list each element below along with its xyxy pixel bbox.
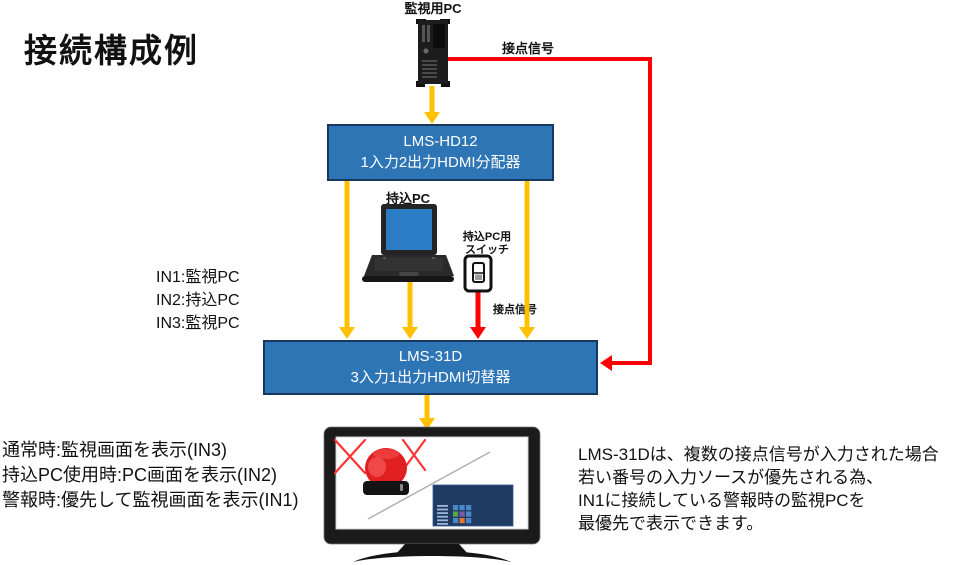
switcher-model: LMS-31D [398, 348, 463, 366]
arrow-laptop-to-switcher [402, 280, 418, 339]
splitter-box: LMS-HD12 1入力2出力HDMI分配器 [327, 124, 554, 181]
monitor-icon [323, 426, 541, 562]
notes-right: LMS-31Dは、複数の接点信号が入力された場合 若い番号の入力ソースが優先され… [578, 443, 939, 535]
contact-signal-line-pc-to-switcher [448, 57, 652, 371]
note-laptop-mode: 持込PC使用時:PC画面を表示(IN2) [2, 465, 278, 485]
start-menu-tiles [453, 505, 472, 524]
contact-signal-top-label: 接点信号 [502, 41, 555, 56]
input-assignment-list: IN1:監視PC IN2:持込PC IN3:監視PC [156, 266, 240, 335]
arrow-splitter-out2-to-switcher [519, 181, 535, 339]
note-normal-mode: 通常時:監視画面を表示(IN3) [2, 440, 227, 460]
note-priority-line1: LMS-31Dは、複数の接点信号が入力された場合 [578, 445, 939, 464]
contact-signal-line-switch-to-switcher [470, 290, 486, 339]
laptop-label: 持込PC [385, 191, 431, 206]
arrow-pc-to-splitter [424, 86, 440, 124]
switch-icon [463, 254, 493, 293]
switcher-desc: 3入力1出力HDMI切替器 [350, 368, 511, 386]
switcher-box: LMS-31D 3入力1出力HDMI切替器 [263, 340, 598, 395]
splitter-model: LMS-HD12 [403, 133, 478, 151]
input-assignment-in3: IN3:監視PC [156, 315, 240, 332]
note-alarm-mode: 警報時:優先して監視画面を表示(IN1) [2, 490, 299, 510]
alarm-lamp-icon [333, 438, 427, 495]
switch-label-line1: 持込PC用 [462, 231, 512, 243]
desktop-pc-icon [416, 19, 450, 87]
input-assignment-in2: IN2:持込PC [156, 292, 240, 309]
mini-desktop-thumbnail [432, 484, 514, 527]
screen-diagonal-line [367, 451, 491, 520]
laptop-icon [362, 204, 454, 282]
switch-label-line2: スイッチ [465, 244, 509, 257]
page-title: 接続構成例 [24, 32, 199, 69]
note-priority-line4: 最優先で表示できます。 [578, 514, 764, 533]
monitor-pc-label: 監視用PC [404, 1, 462, 16]
notes-left: 通常時:監視画面を表示(IN3) 持込PC使用時:PC画面を表示(IN2) 警報… [2, 438, 298, 513]
arrow-splitter-out1-to-switcher [339, 181, 355, 339]
input-assignment-in1: IN1:監視PC [156, 269, 240, 286]
arrow-switcher-to-monitor [419, 395, 435, 430]
note-priority-line3: IN1に接続している警報時の監視PCを [578, 491, 866, 510]
splitter-desc: 1入力2出力HDMI分配器 [360, 153, 521, 171]
note-priority-line2: 若い番号の入力ソースが優先される為、 [578, 468, 884, 487]
switch-label: 持込PC用 スイッチ [455, 231, 519, 257]
